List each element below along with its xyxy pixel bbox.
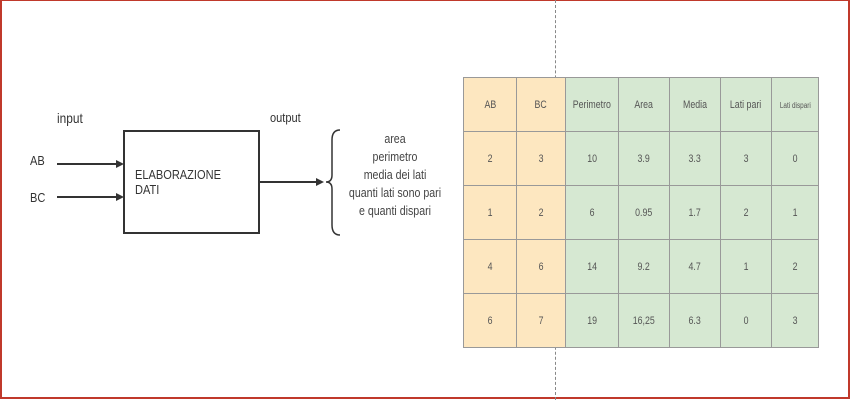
table-cell: 3 (720, 131, 772, 186)
cell-text: 4 (487, 260, 493, 273)
table-cell: 0 (720, 293, 772, 348)
cell-text: Lati pari (730, 98, 762, 111)
table-cell: 6.3 (669, 293, 721, 348)
table-cell: 4 (463, 239, 517, 294)
cell-text: 3.9 (637, 152, 651, 165)
header-cell: Media (669, 77, 721, 132)
cell-text: AB (484, 98, 496, 111)
output-item: media dei lati (363, 168, 427, 182)
table-cell: 3 (771, 293, 819, 348)
cell-text: 2 (487, 152, 493, 165)
header-cell: BC (516, 77, 566, 132)
output-list: area perimetro media dei lati quanti lat… (335, 130, 455, 220)
table-row: 1 2 6 0.95 1.7 2 1 (463, 185, 819, 240)
table-cell: 6 (463, 293, 517, 348)
table-cell: 6 (565, 185, 619, 240)
output-label: output (270, 110, 301, 125)
table-cell: 19 (565, 293, 619, 348)
cell-text: 6.3 (688, 314, 702, 327)
header-cell: Perimetro (565, 77, 619, 132)
table-cell: 6 (516, 239, 566, 294)
cell-text: Media (683, 98, 707, 111)
cell-text: BC (534, 98, 548, 111)
table-cell: 16,25 (618, 293, 670, 348)
output-item: e quanti dispari (358, 204, 432, 218)
table-cell: 10 (565, 131, 619, 186)
cell-text: 3 (792, 314, 798, 327)
output-item: quanti lati sono pari (348, 186, 442, 200)
header-cell: AB (463, 77, 517, 132)
cell-text: 6 (487, 314, 493, 327)
table-cell: 2 (463, 131, 517, 186)
cell-text: 2 (792, 260, 798, 273)
table-cell: 2 (771, 239, 819, 294)
table-row: 6 7 19 16,25 6.3 0 3 (463, 293, 819, 348)
input-label: input (57, 110, 83, 126)
header-cell: Area (618, 77, 670, 132)
cell-text: 14 (587, 260, 597, 273)
output-item: area (384, 132, 406, 146)
table-cell: 3.9 (618, 131, 670, 186)
cell-text: 0 (743, 314, 749, 327)
table-header-row: AB BC Perimetro Area Media Lati pari Lati disp… (463, 77, 819, 132)
table-cell: 14 (565, 239, 619, 294)
table-cell: 1 (720, 239, 772, 294)
table-cell: 1.7 (669, 185, 721, 240)
cell-text: 16,25 (632, 314, 656, 327)
cell-text: 4.7 (688, 260, 702, 273)
table-cell: 9.2 (618, 239, 670, 294)
cell-text: 3 (743, 152, 749, 165)
results-table: AB BC Perimetro Area Media Lati pari Lati disp… (463, 77, 819, 348)
table-cell: 4.7 (669, 239, 721, 294)
table-cell: 2 (720, 185, 772, 240)
cell-text: 1 (743, 260, 749, 273)
cell-text: 10 (587, 152, 597, 165)
table-cell: 2 (516, 185, 566, 240)
cell-text: 1.7 (688, 206, 702, 219)
output-item: perimetro (372, 150, 418, 164)
table-cell: 0.95 (618, 185, 670, 240)
table-row: 4 6 14 9.2 4.7 1 2 (463, 239, 819, 294)
header-cell: Lati pari (720, 77, 772, 132)
header-cell: Lati dispari (771, 77, 819, 132)
brace-icon (325, 129, 341, 236)
table-cell: 1 (771, 185, 819, 240)
cell-text: 7 (538, 314, 544, 327)
table-cell: 1 (463, 185, 517, 240)
cell-text: 3 (538, 152, 544, 165)
cell-text: 0 (792, 152, 798, 165)
table-cell: 3.3 (669, 131, 721, 186)
cell-text: 9.2 (637, 260, 651, 273)
input-bc-label: BC (30, 190, 46, 205)
cell-text: 2 (743, 206, 749, 219)
table-cell: 3 (516, 131, 566, 186)
cell-text: 6 (589, 206, 595, 219)
input-ab-label: AB (30, 153, 45, 168)
cell-text: 1 (792, 206, 798, 219)
cell-text: 3.3 (688, 152, 702, 165)
table-cell: 7 (516, 293, 566, 348)
cell-text: 19 (587, 314, 597, 327)
cell-text: 6 (538, 260, 544, 273)
process-label: ELABORAZIONE DATI (134, 167, 221, 197)
cell-text: 2 (538, 206, 544, 219)
cell-text: Area (634, 98, 654, 111)
cell-text: Lati dispari (779, 100, 811, 110)
cell-text: 1 (487, 206, 493, 219)
table-cell: 0 (771, 131, 819, 186)
table-row: 2 3 10 3.9 3.3 3 0 (463, 131, 819, 186)
cell-text: 0.95 (635, 206, 653, 219)
cell-text: Perimetro (572, 98, 612, 111)
